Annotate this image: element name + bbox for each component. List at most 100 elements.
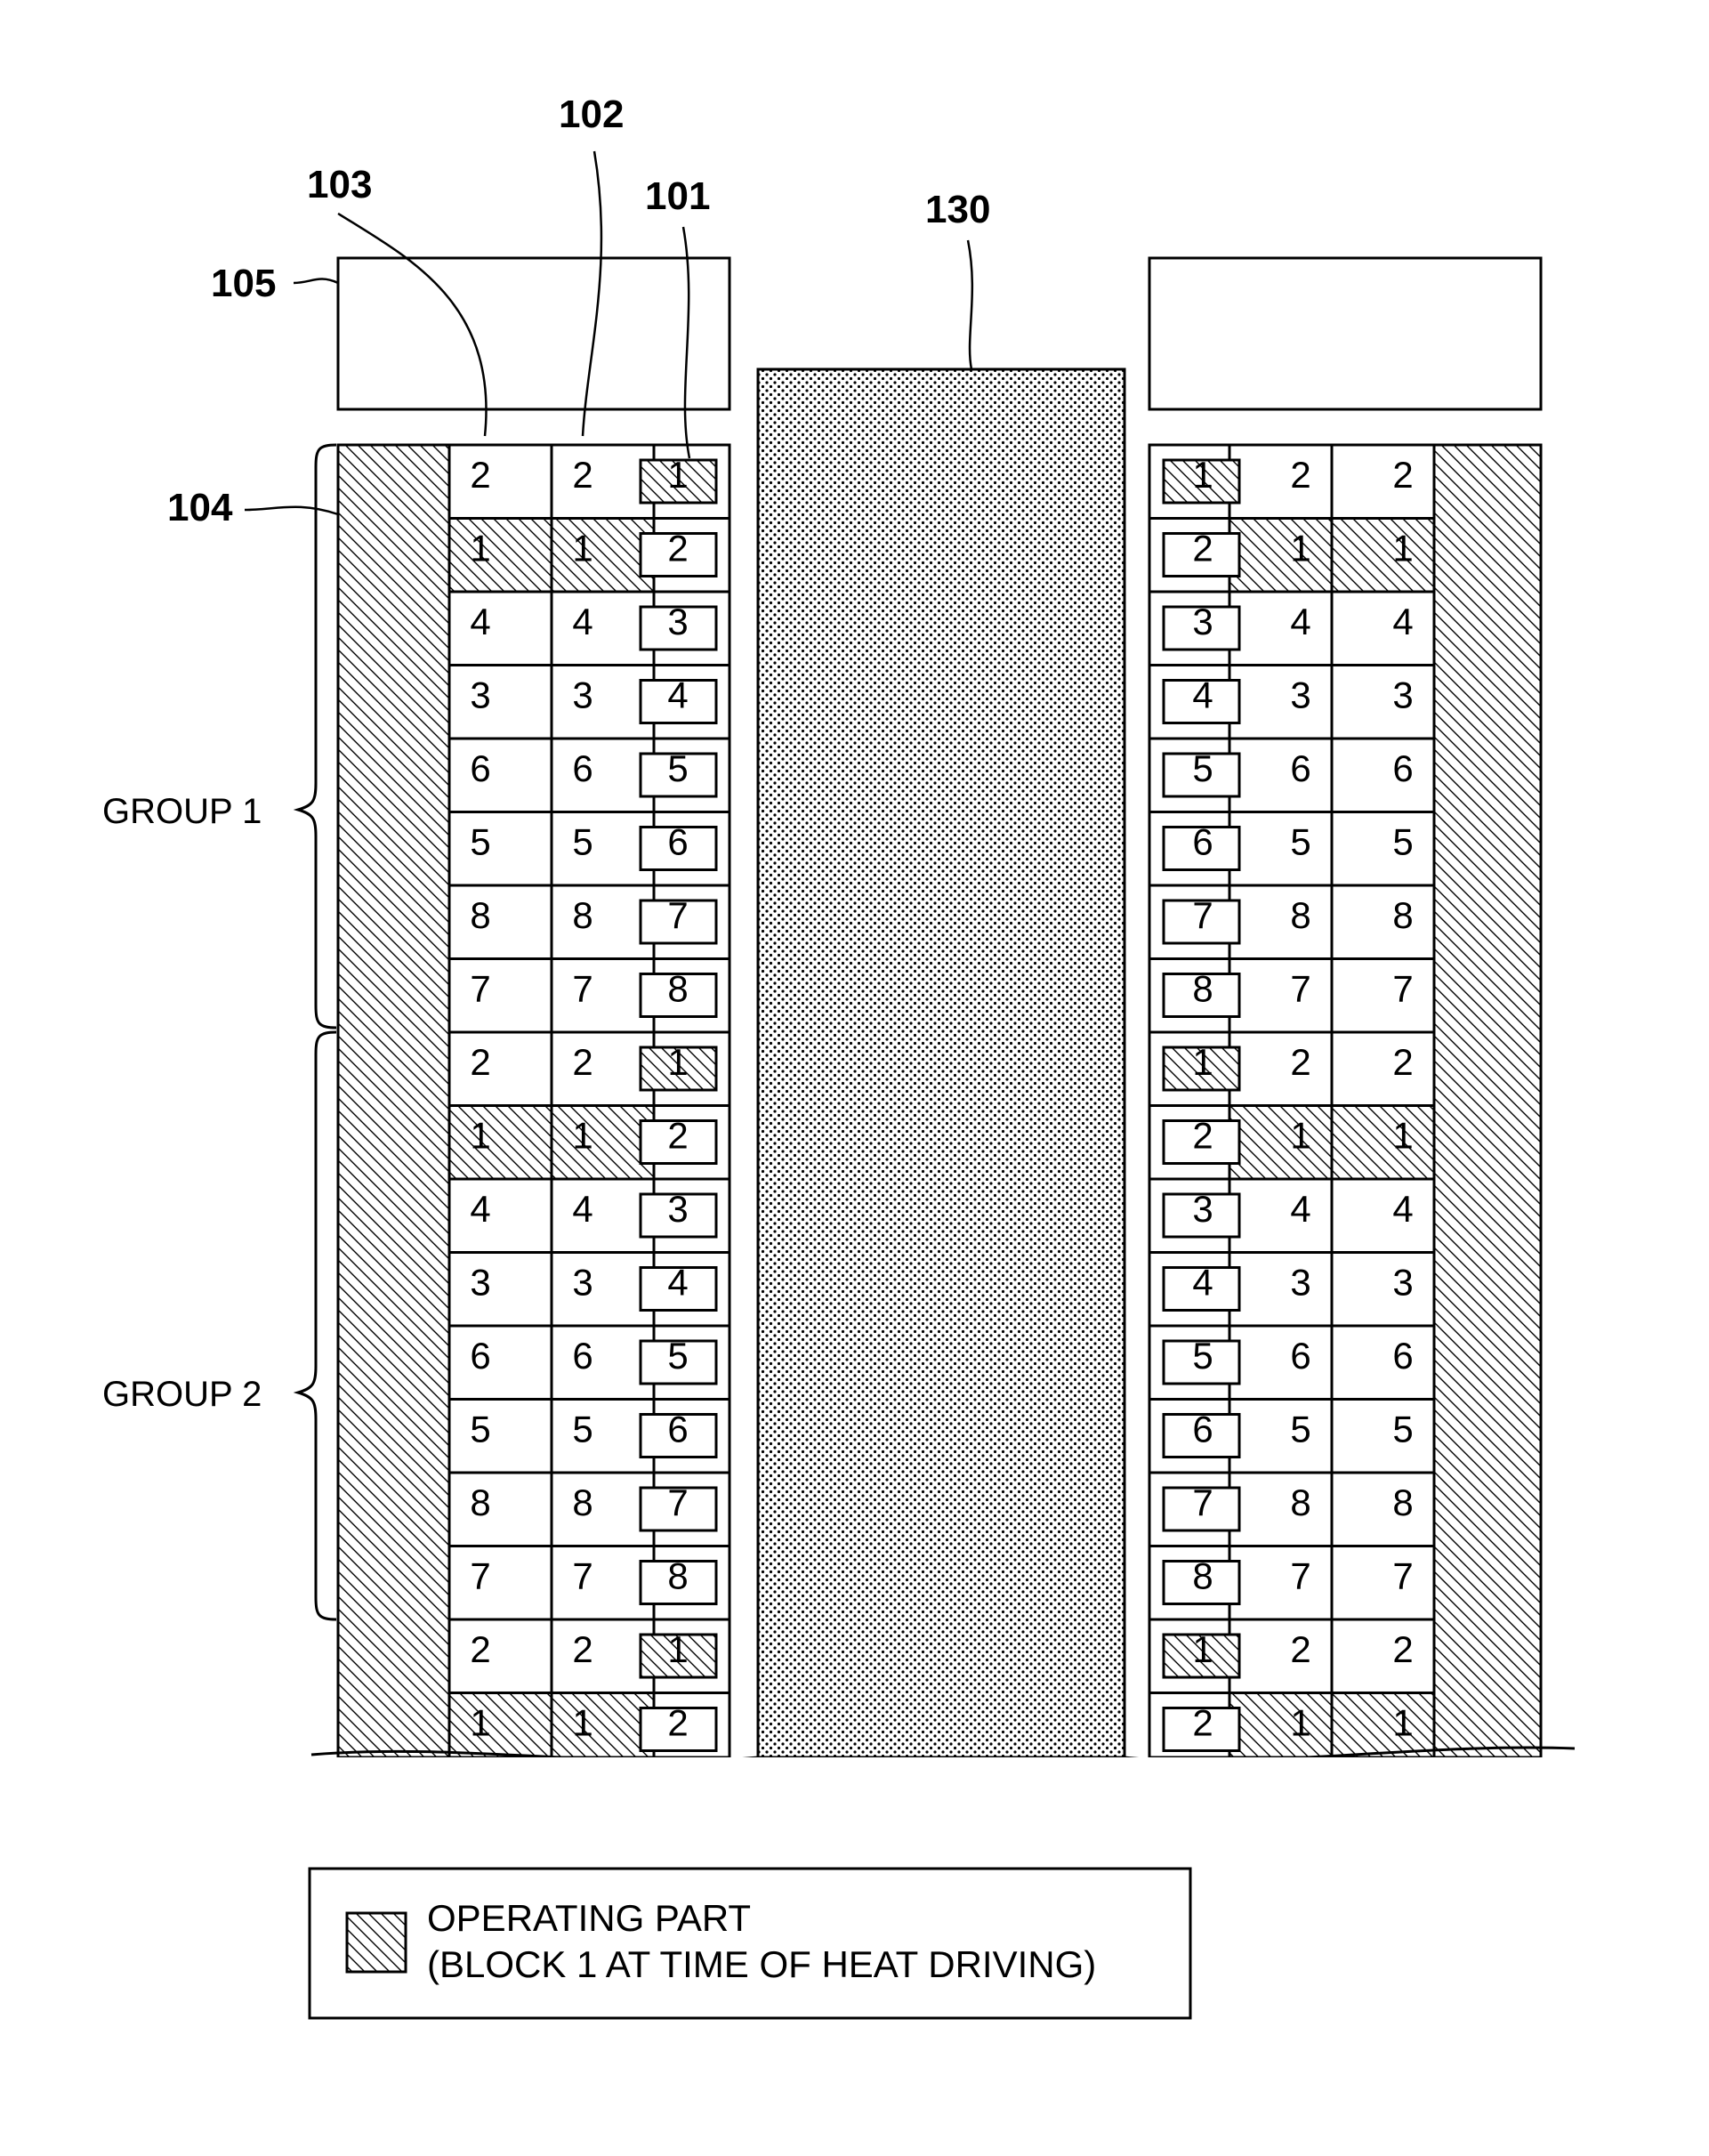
element-cell-left-outer [449, 739, 552, 812]
element-cell-left-middle [552, 812, 654, 886]
group-1-brace [298, 445, 336, 1028]
element-cell-left-middle [552, 959, 654, 1033]
cell-value-left-outer: 1 [470, 1114, 490, 1156]
cell-value-left-outer: 2 [470, 1628, 490, 1670]
cell-value-left-middle: 2 [572, 1628, 593, 1670]
cell-value-left-outer: 2 [470, 1041, 490, 1083]
cell-value-left-inner: 1 [667, 454, 688, 496]
element-cell-right-middle [1229, 1253, 1332, 1327]
element-cell-left-outer [449, 1693, 552, 1758]
cell-value-right-outer: 5 [1392, 1408, 1413, 1449]
side-wall-left [338, 445, 449, 1757]
element-cell-right-middle [1229, 812, 1332, 886]
cell-value-right-outer: 7 [1392, 967, 1413, 1009]
cell-value-right-outer: 4 [1392, 601, 1413, 642]
element-cell-right-middle [1229, 1546, 1332, 1620]
cell-value-left-outer: 3 [470, 674, 490, 715]
cell-value-right-middle: 6 [1290, 1335, 1310, 1377]
ref-103: 103 [307, 163, 372, 206]
ref-130: 130 [925, 188, 990, 231]
element-cell-left-outer [449, 666, 552, 739]
supply-channel [758, 369, 1125, 1757]
element-cell-left-middle [552, 1179, 654, 1253]
element-cell-left-outer [449, 959, 552, 1033]
cell-value-right-outer: 5 [1392, 820, 1413, 862]
cell-value-left-inner: 3 [667, 1188, 688, 1230]
cell-value-left-middle: 2 [572, 1041, 593, 1083]
cell-value-left-middle: 8 [572, 1482, 593, 1523]
cell-value-right-inner: 4 [1192, 1261, 1213, 1303]
cell-value-right-inner: 3 [1192, 601, 1213, 642]
element-cell-left-middle [552, 1693, 654, 1758]
cell-value-left-middle: 1 [572, 1701, 593, 1743]
cell-value-left-outer: 8 [470, 894, 490, 936]
element-cell-left-outer [449, 1179, 552, 1253]
cell-value-right-middle: 3 [1290, 1261, 1310, 1303]
legend-line-1: OPERATING PART [427, 1897, 751, 1939]
cell-value-left-inner: 3 [667, 601, 688, 642]
cell-value-right-inner: 5 [1192, 1335, 1213, 1377]
cell-value-left-outer: 4 [470, 1188, 490, 1230]
ref-104: 104 [167, 486, 233, 529]
element-cell-right-middle [1229, 519, 1332, 593]
cell-value-left-middle: 1 [572, 527, 593, 569]
element-cell-right-outer [1332, 1326, 1434, 1400]
cell-value-left-inner: 2 [667, 1114, 688, 1156]
circuit-block-right [1149, 258, 1541, 409]
cell-value-left-outer: 5 [470, 820, 490, 862]
element-cell-right-outer [1332, 445, 1434, 519]
cell-value-right-inner: 8 [1192, 967, 1213, 1009]
element-cell-right-outer [1332, 666, 1434, 739]
cell-value-right-outer: 4 [1392, 1188, 1413, 1230]
cell-value-left-inner: 4 [667, 674, 688, 715]
element-cell-right-middle [1229, 1619, 1332, 1693]
cell-value-right-outer: 6 [1392, 747, 1413, 789]
element-cell-left-outer [449, 1619, 552, 1693]
group-2-brace [298, 1032, 336, 1619]
cell-value-left-outer: 6 [470, 1335, 490, 1377]
cell-value-right-outer: 2 [1392, 1041, 1413, 1083]
element-cell-left-middle [552, 1546, 654, 1620]
element-cell-left-outer [449, 519, 552, 593]
cell-value-left-outer: 7 [470, 967, 490, 1009]
cell-value-left-middle: 7 [572, 1554, 593, 1596]
cell-value-left-middle: 4 [572, 1188, 593, 1230]
element-cell-left-outer [449, 1032, 552, 1106]
element-cell-right-middle [1229, 592, 1332, 666]
element-cell-right-middle [1229, 739, 1332, 812]
element-cell-left-middle [552, 1473, 654, 1546]
element-cell-right-outer [1332, 1546, 1434, 1620]
cell-value-right-middle: 3 [1290, 674, 1310, 715]
element-cell-right-outer [1332, 1400, 1434, 1474]
element-cell-right-middle [1229, 1179, 1332, 1253]
cell-value-right-middle: 2 [1290, 454, 1310, 496]
element-cell-right-middle [1229, 1473, 1332, 1546]
element-cell-left-middle [552, 666, 654, 739]
cell-value-right-outer: 8 [1392, 894, 1413, 936]
legend-swatch [347, 1913, 406, 1972]
element-cell-left-middle [552, 592, 654, 666]
cell-value-right-inner: 7 [1192, 894, 1213, 936]
element-cell-right-middle [1229, 959, 1332, 1033]
element-cell-left-middle [552, 739, 654, 812]
element-cell-right-outer [1332, 592, 1434, 666]
cell-value-right-middle: 1 [1290, 1701, 1310, 1743]
cell-value-right-outer: 7 [1392, 1554, 1413, 1596]
cell-value-right-outer: 8 [1392, 1482, 1413, 1523]
cell-value-left-inner: 7 [667, 1482, 688, 1523]
cell-value-left-middle: 5 [572, 1408, 593, 1449]
element-cell-right-outer [1332, 812, 1434, 886]
legend-line-2: (BLOCK 1 AT TIME OF HEAT DRIVING) [427, 1943, 1096, 1985]
leader-104 [245, 507, 338, 514]
group-2-label: GROUP 2 [102, 1375, 262, 1414]
element-cell-right-outer [1332, 1179, 1434, 1253]
cell-value-right-middle: 5 [1290, 820, 1310, 862]
element-cell-right-middle [1229, 1106, 1332, 1180]
element-cell-left-middle [552, 1326, 654, 1400]
element-cell-left-middle [552, 445, 654, 519]
cell-value-left-outer: 4 [470, 601, 490, 642]
cell-value-left-outer: 1 [470, 527, 490, 569]
element-cell-left-outer [449, 812, 552, 886]
cell-value-left-inner: 2 [667, 527, 688, 569]
cell-value-left-middle: 1 [572, 1114, 593, 1156]
